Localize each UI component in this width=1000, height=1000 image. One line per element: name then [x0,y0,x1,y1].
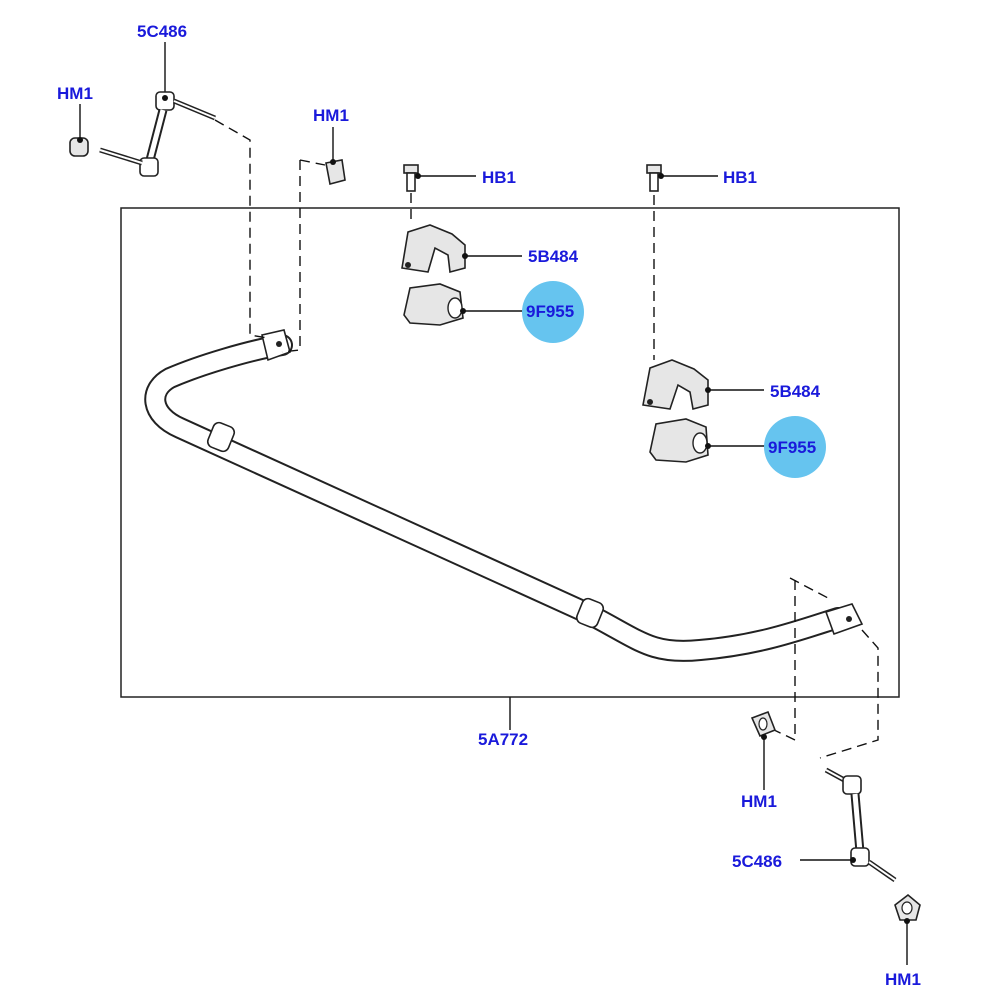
highlight-bush-left [522,281,584,343]
bush-left [403,283,525,326]
callout-clamp-left[interactable]: 5B484 [528,247,579,266]
bush-right [649,418,765,463]
highlight-bush-right [764,416,826,478]
callout-stabilizer-bar[interactable]: 5A772 [478,730,529,749]
callout-bolt-right[interactable]: HB1 [723,168,758,187]
bolt-left [403,164,476,225]
callout-nut-top[interactable]: HM1 [313,106,349,125]
assembly-dashline-right [769,577,879,759]
nut-lower [750,710,777,790]
callout-link-top[interactable]: 5C486 [137,22,188,41]
nut-topleft [69,104,89,157]
clamp-right [642,359,764,410]
nut-bottom [894,893,921,965]
callout-nut-lower[interactable]: HM1 [741,792,777,811]
stabilizer-bar [144,329,864,662]
callout-bush-left[interactable]: 9F955 [526,302,575,321]
callout-clamp-right[interactable]: 5B484 [770,382,821,401]
drop-link-top [99,42,216,177]
callout-bush-right[interactable]: 9F955 [768,438,817,457]
callout-link-bottom[interactable]: 5C486 [732,852,783,871]
callout-nut-bottom[interactable]: HM1 [885,970,921,989]
clamp-left [401,224,522,274]
drop-link-bottom [800,767,897,883]
callout-bolt-left[interactable]: HB1 [482,168,517,187]
bolt-right [646,164,718,360]
nut-top [281,127,346,353]
assembly-dashline-left [214,119,269,339]
callout-nut-topleft[interactable]: HM1 [57,84,93,103]
